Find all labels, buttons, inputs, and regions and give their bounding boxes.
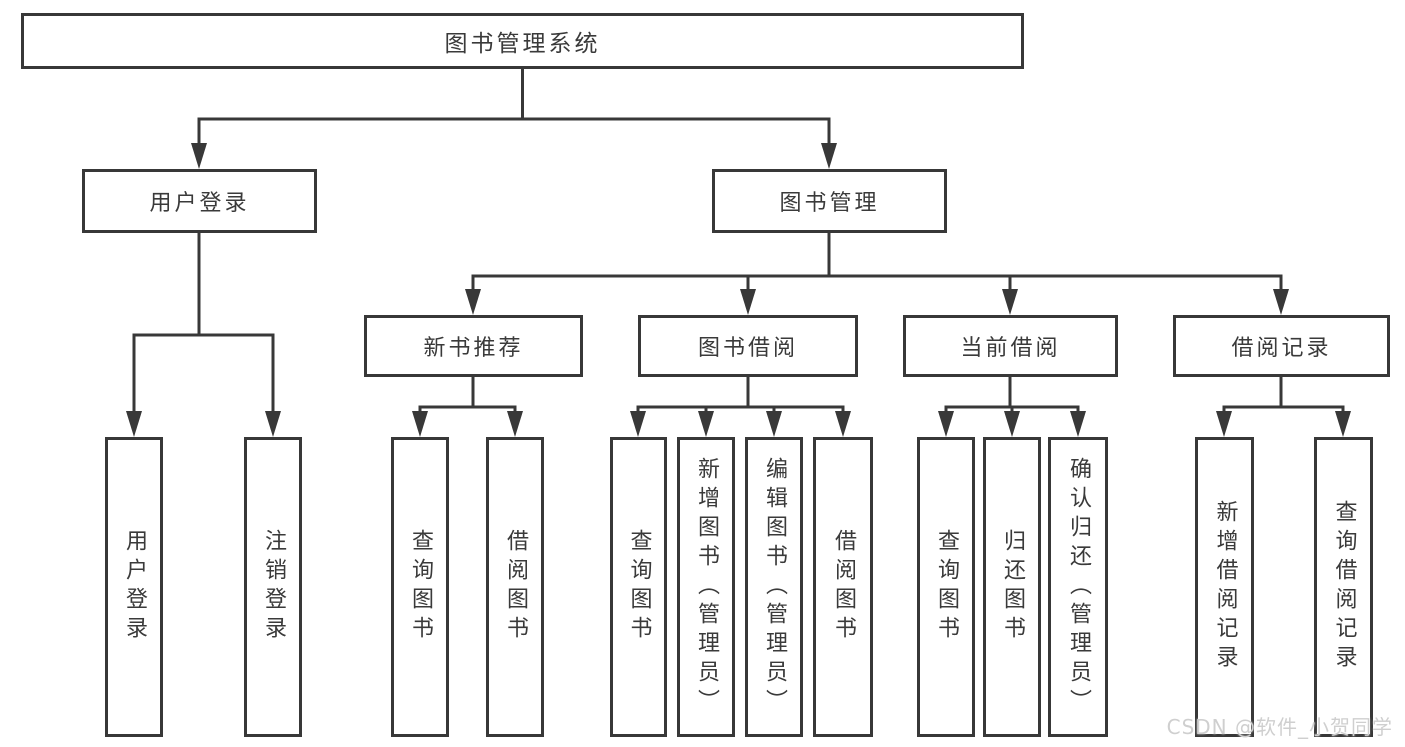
- leaf-search-books-1: 查询图书: [391, 437, 449, 737]
- leaf-label: 查询借阅记录: [1331, 500, 1357, 674]
- node-user-login: 用户登录: [82, 169, 317, 233]
- leaf-label: 查询图书: [626, 529, 652, 645]
- node-label: 图书管理: [779, 191, 880, 216]
- csdn-watermark: CSDN @软件_小贺同学: [1166, 715, 1393, 739]
- leaf-label: 借阅图书: [503, 529, 528, 645]
- arrowhead-book-management: [821, 143, 837, 169]
- arrowhead-leaf-add-book: [698, 411, 714, 437]
- arrowhead-leaf-edit-book: [766, 411, 782, 437]
- node-label: 图书管理系统: [444, 31, 601, 57]
- arrowhead-new-book-recommend: [465, 289, 481, 315]
- connector-book-management-children: [471, 231, 1283, 293]
- node-book-management: 图书管理: [712, 169, 947, 233]
- leaf-label: 用户登录: [122, 529, 147, 645]
- leaf-label: 归还图书: [1000, 529, 1025, 645]
- leaf-logout: 注销登录: [244, 437, 302, 737]
- arrowhead-leaf-borrow-books-2: [835, 411, 851, 437]
- connector-current-borrow-children: [944, 374, 1080, 415]
- arrowhead-leaf-search-books-1: [412, 411, 428, 437]
- leaf-return-book: 归还图书: [983, 437, 1041, 737]
- node-label: 图书借阅: [697, 336, 798, 361]
- leaf-borrow-books-1: 借阅图书: [486, 437, 544, 737]
- leaf-label: 借阅图书: [831, 529, 856, 645]
- arrowhead-leaf-user-login: [126, 411, 142, 437]
- node-label: 用户登录: [149, 191, 250, 216]
- arrowhead-book-borrow: [740, 289, 756, 315]
- arrowhead-borrow-records: [1273, 289, 1289, 315]
- leaf-label: 注销登录: [261, 529, 286, 645]
- node-label: 借阅记录: [1231, 336, 1332, 361]
- arrowhead-leaf-search-books-2: [630, 411, 646, 437]
- connector-root-to-level2: [197, 67, 831, 147]
- arrowhead-leaf-search-books-3: [938, 411, 954, 437]
- connector-new-book-children: [418, 374, 517, 415]
- node-current-borrow: 当前借阅: [903, 315, 1118, 377]
- node-root-library-system: 图书管理系统: [21, 13, 1024, 69]
- leaf-add-borrow-record: 新增借阅记录: [1195, 437, 1254, 737]
- connector-borrow-records-children: [1222, 374, 1345, 415]
- connector-user-login-children: [132, 231, 275, 415]
- arrowhead-current-borrow: [1002, 289, 1018, 315]
- leaf-search-books-3: 查询图书: [917, 437, 975, 737]
- leaf-search-borrow-record: 查询借阅记录: [1314, 437, 1373, 737]
- leaf-borrow-books-2: 借阅图书: [813, 437, 873, 737]
- leaf-label: 新增借阅记录: [1212, 500, 1238, 674]
- leaf-add-book-admin: 新增图书（管理员）: [677, 437, 735, 737]
- arrowhead-leaf-return-book: [1004, 411, 1020, 437]
- leaf-label: 确认归还（管理员）: [1066, 456, 1091, 718]
- node-label: 当前借阅: [960, 336, 1061, 361]
- leaf-edit-book-admin: 编辑图书（管理员）: [745, 437, 803, 737]
- leaf-label: 查询图书: [408, 529, 433, 645]
- leaf-user-login: 用户登录: [105, 437, 163, 737]
- leaf-confirm-return-admin: 确认归还（管理员）: [1048, 437, 1108, 737]
- node-book-borrow: 图书借阅: [638, 315, 858, 377]
- node-new-book-recommend: 新书推荐: [364, 315, 583, 377]
- arrowhead-leaf-logout: [265, 411, 281, 437]
- arrowhead-leaf-add-borrow-record: [1216, 411, 1232, 437]
- leaf-label: 查询图书: [934, 529, 959, 645]
- leaf-search-books-2: 查询图书: [610, 437, 667, 737]
- node-borrow-records: 借阅记录: [1173, 315, 1390, 377]
- arrowhead-user-login: [191, 143, 207, 169]
- node-label: 新书推荐: [423, 336, 524, 361]
- arrowhead-leaf-borrow-books-1: [507, 411, 523, 437]
- leaf-label: 编辑图书（管理员）: [762, 456, 787, 718]
- leaf-label: 新增图书（管理员）: [694, 456, 719, 718]
- arrowhead-leaf-search-borrow-record: [1335, 411, 1351, 437]
- connector-book-borrow-children: [636, 374, 845, 415]
- arrowhead-leaf-confirm-return: [1070, 411, 1086, 437]
